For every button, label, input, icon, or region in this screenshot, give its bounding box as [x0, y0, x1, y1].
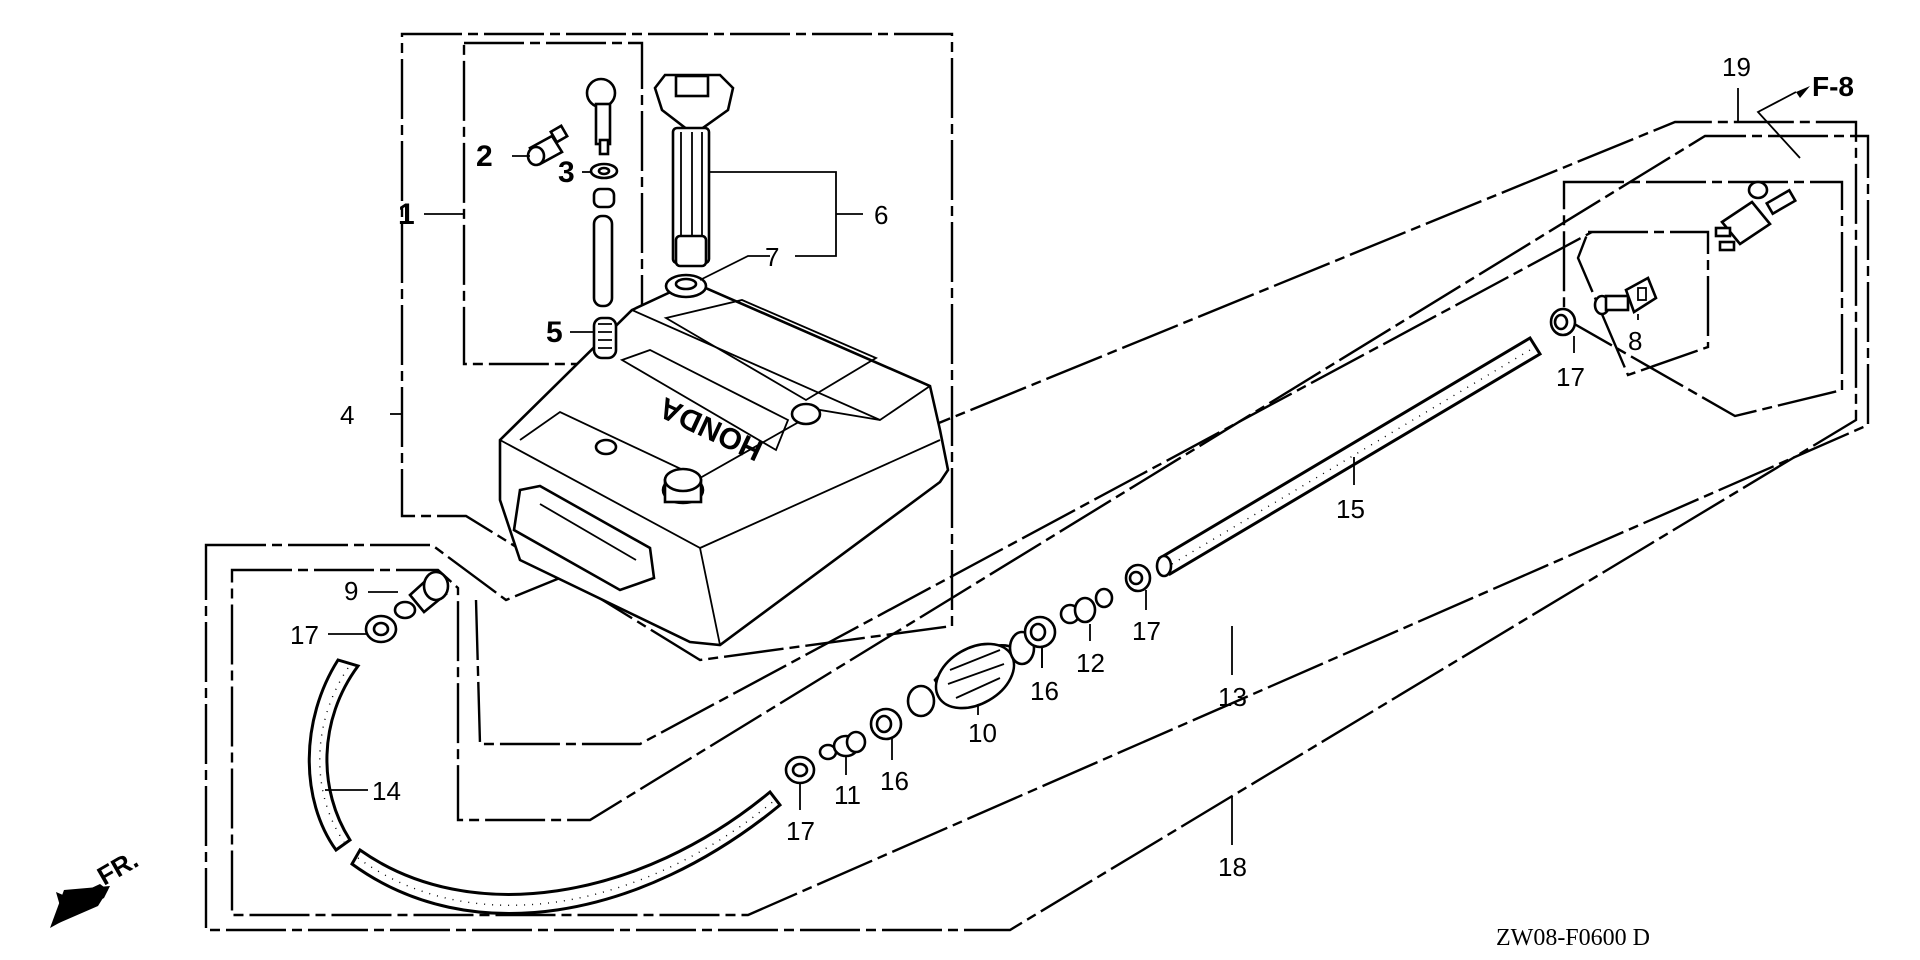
part-15-fuel-tube [1155, 335, 1543, 578]
callout-13: 13 [1218, 682, 1247, 712]
part-17-clip-c [1124, 563, 1152, 593]
part-3-washer [589, 162, 619, 180]
part-6-fuel-gauge [653, 73, 735, 268]
part-8-connector [1593, 276, 1658, 316]
part-17-clip-a [364, 614, 398, 644]
callout-9: 9 [344, 576, 358, 606]
fuel-tank: HONDA [498, 280, 950, 647]
part-2-joint [526, 124, 569, 167]
callout-17b: 17 [786, 816, 815, 846]
part-16-clip-a [869, 707, 903, 741]
callout-16b: 16 [1030, 676, 1059, 706]
part-10-primer-bulb [906, 630, 1036, 718]
diagram-code: ZW08-F0600 D [1496, 925, 1650, 951]
group-boundary-tube-assembly [230, 134, 1870, 917]
callout-11: 11 [834, 780, 861, 810]
callout-17d: 17 [1556, 362, 1585, 392]
group-boundary-connector [1576, 230, 1710, 377]
callout-14: 14 [372, 776, 401, 806]
guide-line [474, 230, 1593, 746]
callout-12: 12 [1076, 648, 1105, 678]
callout-2: 2 [476, 140, 493, 173]
callout-3: 3 [558, 156, 575, 189]
part-17-clip-d [1549, 307, 1577, 337]
callout-17a: 17 [290, 620, 319, 650]
callout-19: 19 [1722, 52, 1751, 82]
part-19-connector [1714, 180, 1798, 252]
callout-4: 4 [340, 400, 354, 430]
part-pickup-nut [592, 187, 616, 209]
part-7-gasket [664, 273, 708, 299]
part-pickup-elbow [585, 77, 617, 156]
front-direction-arrow: FR. [50, 844, 143, 928]
group-boundary-fuel-line [204, 120, 1858, 932]
part-12-check-valve [1059, 587, 1114, 625]
part-16-clip-b [1023, 615, 1057, 649]
part-pickup-tube [592, 214, 614, 308]
callout-6: 6 [874, 200, 888, 230]
cross-reference-arrow [1756, 86, 1810, 159]
callout-7: 7 [765, 242, 779, 272]
part-11-check-valve [818, 730, 867, 761]
part-9-joint [393, 570, 450, 620]
leader-lines [325, 88, 1739, 845]
callout-10: 10 [968, 718, 997, 748]
callout-15: 15 [1336, 494, 1365, 524]
callout-1: 1 [398, 198, 415, 231]
part-14-fuel-tube [307, 658, 783, 916]
part-17-clip-b [784, 755, 816, 785]
part-5-strainer [592, 316, 618, 360]
callout-5: 5 [546, 316, 563, 349]
cross-reference-label: F-8 [1812, 71, 1854, 102]
callout-16a: 16 [880, 766, 909, 796]
callout-17c: 17 [1132, 616, 1161, 646]
callout-8: 8 [1628, 326, 1642, 356]
callout-18: 18 [1218, 852, 1247, 882]
group-boundary-tank [400, 32, 954, 662]
group-boundary-connector-assembly [1562, 180, 1844, 418]
